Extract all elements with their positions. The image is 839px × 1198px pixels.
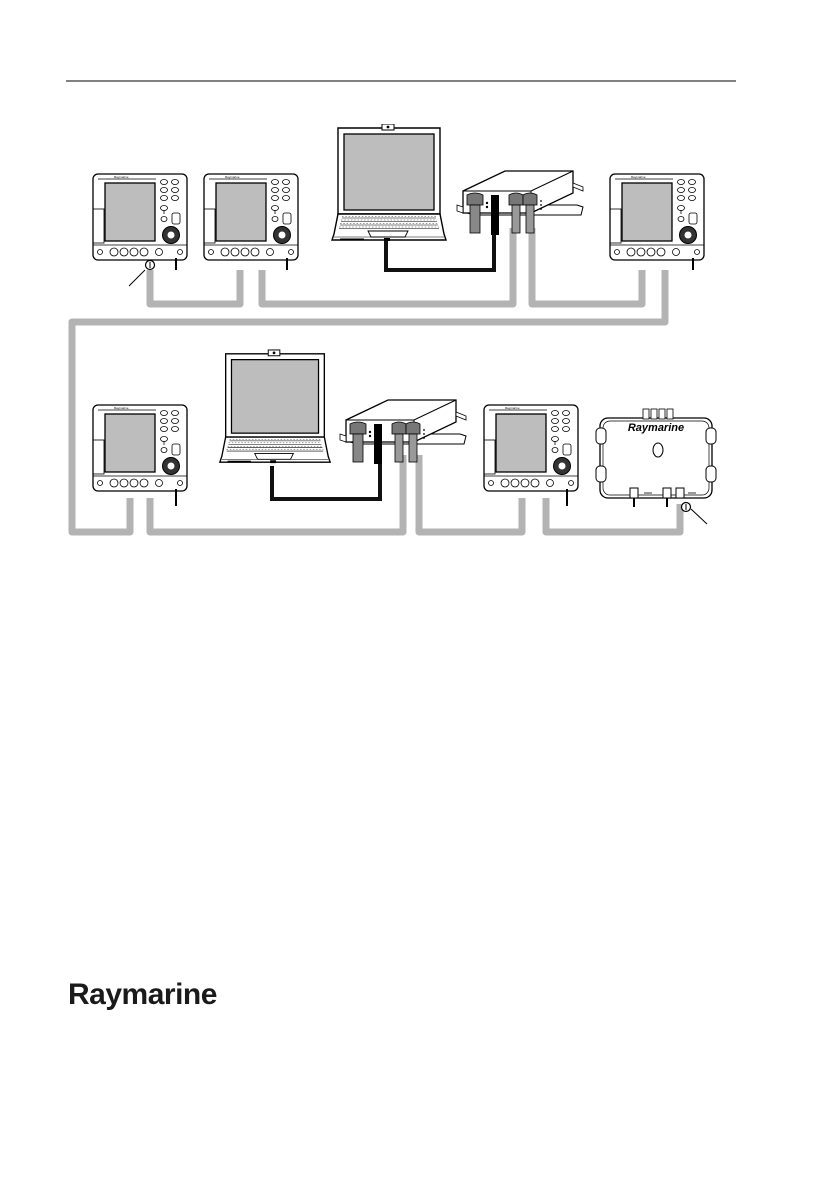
laptop-1 (332, 124, 446, 241)
display-unit-4 (93, 405, 187, 491)
device-brand-text: Raymarine (628, 422, 684, 434)
display-unit-3 (610, 174, 704, 260)
display-unit-2 (204, 174, 298, 260)
display-unit-5 (484, 405, 578, 491)
display-unit-1 (93, 174, 187, 260)
terminator-callout-2 (682, 503, 708, 525)
laptop-2 (220, 350, 330, 463)
raymarine-logo: Raymarine (68, 978, 217, 1012)
interface-box-2 (340, 400, 466, 464)
interface-box-1 (457, 171, 583, 235)
network-device: Raymarine (596, 409, 716, 507)
